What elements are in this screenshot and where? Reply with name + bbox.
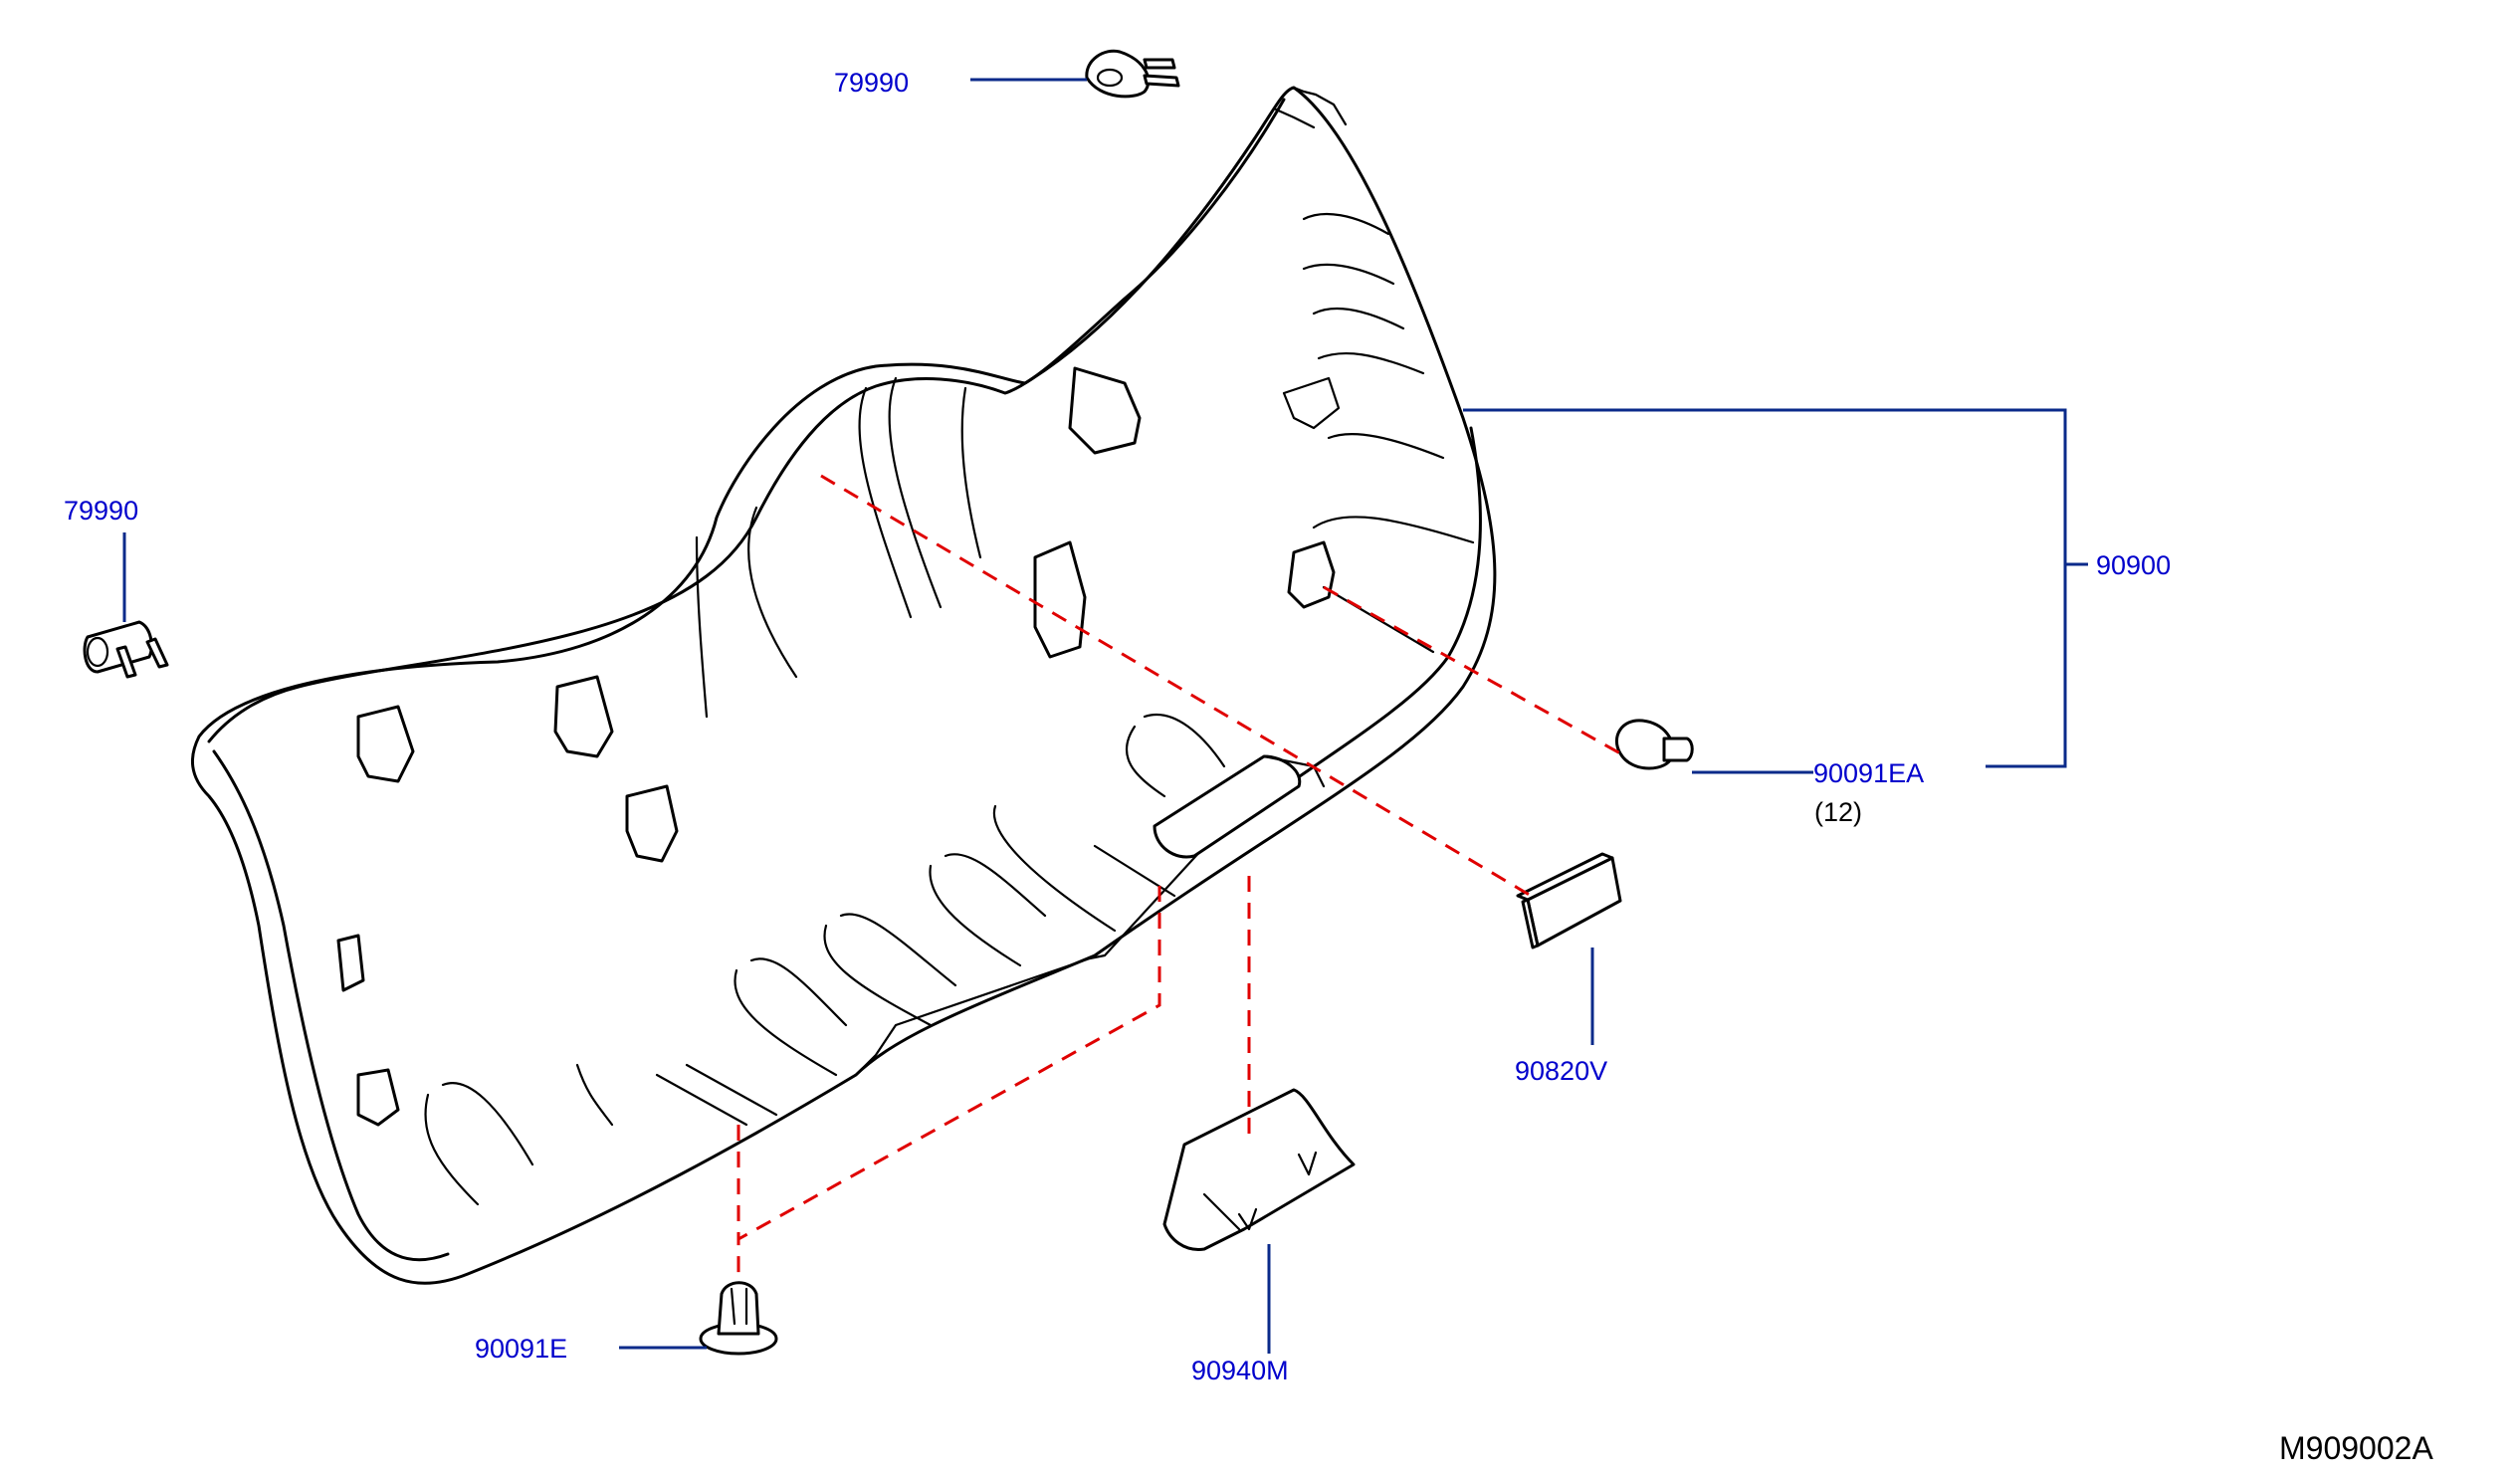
cover-icon	[1162, 1088, 1356, 1251]
assembly-lines	[736, 474, 1621, 1279]
clip-e-icon	[699, 1281, 778, 1356]
label-79990-top: 79990	[834, 68, 909, 98]
label-79990-left: 79990	[64, 496, 138, 526]
hinge-top-icon	[1085, 49, 1180, 99]
label-90091EA-qty: (12)	[1814, 797, 1862, 827]
leader-lines	[122, 78, 2088, 1354]
trim-panel-drawing	[190, 86, 1497, 1285]
label-90820V: 90820V	[1515, 1056, 1607, 1086]
label-90900: 90900	[2096, 550, 2171, 580]
hinge-left-icon	[83, 620, 169, 679]
label-90940M: 90940M	[1191, 1356, 1289, 1385]
diagram-id: M909002A	[2279, 1430, 2433, 1466]
label-90091EA: 90091EA	[1813, 758, 1924, 788]
pad-icon	[1516, 852, 1622, 950]
clip-ea-icon	[1614, 719, 1694, 770]
label-90091E: 90091E	[475, 1334, 567, 1364]
